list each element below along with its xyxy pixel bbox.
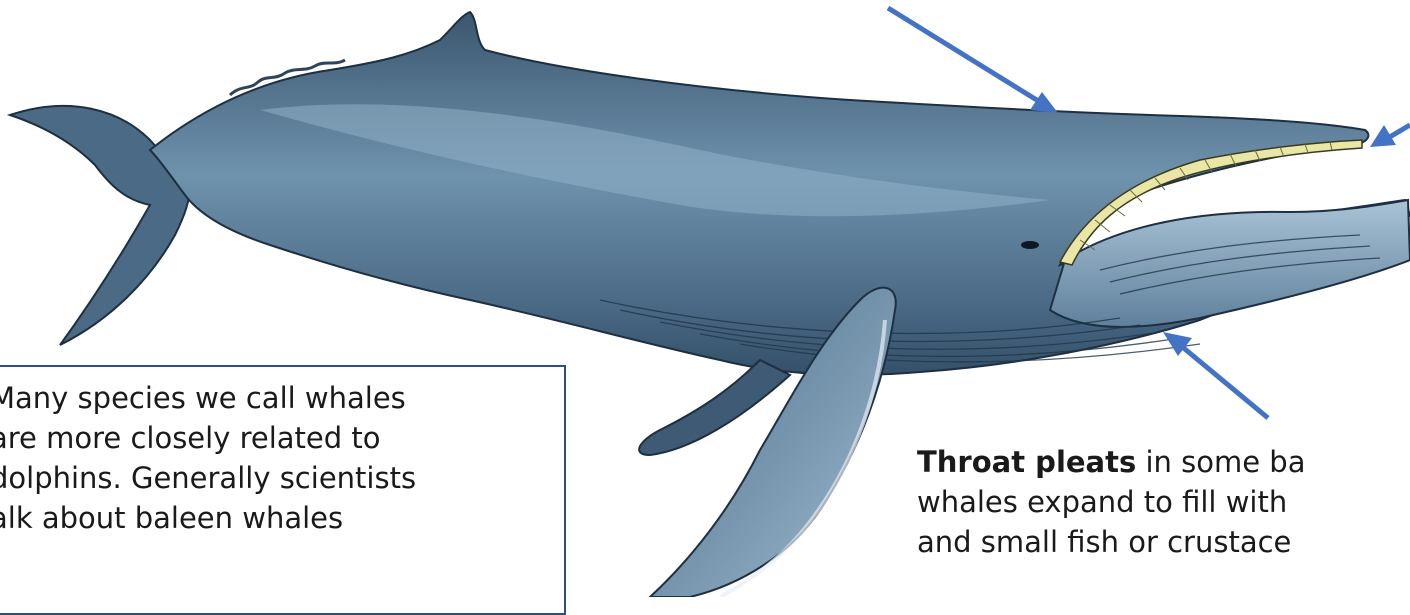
whale-eye bbox=[1021, 241, 1039, 249]
arrow-icon bbox=[1370, 125, 1410, 147]
slide: Many species we call whales are more clo… bbox=[0, 0, 1410, 597]
throat-pleats-term: Throat pleats bbox=[917, 445, 1136, 479]
arrow-icon bbox=[888, 8, 1058, 113]
arrow-icon bbox=[1163, 332, 1268, 418]
info-box-text: Many species we call whales are more clo… bbox=[0, 367, 564, 538]
info-box: Many species we call whales are more clo… bbox=[0, 365, 566, 615]
throat-pleats-caption: Throat pleats in some ba whales expand t… bbox=[917, 442, 1410, 562]
